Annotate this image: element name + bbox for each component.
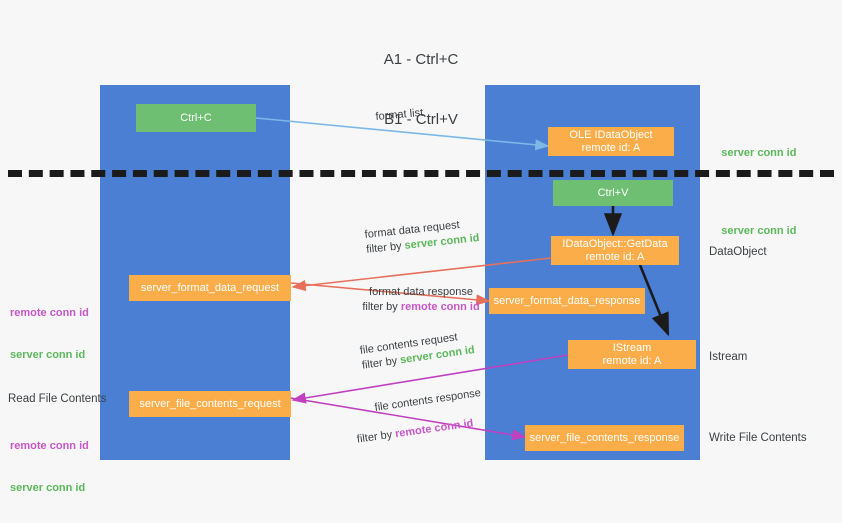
box-idataobject-getdata-line1: IDataObject::GetData [562, 237, 668, 250]
box-server-file-contents-response-label: server_file_contents_response [529, 431, 680, 444]
box-server-file-contents-response[interactable]: server_file_contents_response [525, 425, 684, 451]
left-label-conn-ids-top: remote conn id server conn id [10, 278, 89, 390]
right-label-server-conn-id-top-text: server conn id [721, 147, 797, 159]
box-idataobject-getdata[interactable]: IDataObject::GetData remote id: A [551, 236, 679, 265]
box-ctrl-v-label: Ctrl+V [597, 186, 629, 199]
label-file-contents-response-filter-value: remote conn id [394, 417, 475, 441]
right-label-write-file-contents: Write File Contents [709, 431, 807, 445]
right-label-server-conn-id-mid: server conn id [709, 210, 796, 252]
box-server-file-contents-request-label: server_file_contents_request [139, 397, 281, 410]
box-ole-idataobject-line2: remote id: A [581, 141, 641, 154]
left-label-conn-ids-bottom: remote conn id server conn id [10, 411, 89, 523]
label-format-data-request-filter-prefix: filter by [365, 239, 406, 256]
box-server-format-data-response-label: server_format_data_response [493, 294, 641, 307]
label-file-contents-request-filter-prefix: filter by [361, 354, 402, 372]
right-label-server-conn-id-mid-text: server conn id [721, 225, 797, 237]
phase-divider [8, 170, 834, 177]
diagram-canvas: A1 - Ctrl+C B1 - Ctrl+V A1 remote B1 con… [8, 51, 834, 494]
label-file-contents-response: file contents response filter by remote … [352, 386, 486, 448]
box-ctrl-c[interactable]: Ctrl+C [136, 104, 256, 132]
box-ctrl-c-label: Ctrl+C [180, 111, 212, 124]
box-ole-idataobject[interactable]: OLE IDataObject remote id: A [548, 127, 674, 156]
label-format-list-text: format list [375, 106, 424, 123]
box-server-format-data-request-label: server_format_data_request [140, 281, 280, 294]
box-server-format-data-response[interactable]: server_format_data_response [489, 288, 645, 314]
label-format-data-response-filter: filter by remote conn id [335, 300, 507, 315]
box-ctrl-v[interactable]: Ctrl+V [553, 180, 673, 206]
box-istream-line2: remote id: A [602, 354, 662, 367]
label-format-data-response-filter-value: remote conn id [400, 301, 480, 313]
label-format-data-response: format data response filter by remote co… [335, 285, 507, 315]
left-label-remote-conn-id-1: remote conn id [10, 307, 89, 319]
label-format-data-request: format data request filter by server con… [364, 216, 480, 258]
right-label-istream-text: Istream [709, 351, 748, 363]
box-ole-idataobject-line1: OLE IDataObject [569, 128, 653, 141]
box-server-file-contents-request[interactable]: server_file_contents_request [129, 391, 291, 417]
label-file-contents-response-text: file contents response [373, 387, 482, 414]
right-label-istream: Istream [709, 350, 747, 364]
left-label-read-file-contents-text: Read File Contents [8, 393, 107, 405]
title-line-1: A1 - Ctrl+C [383, 51, 459, 68]
label-file-contents-response-filter-prefix: filter by [356, 428, 396, 446]
left-label-remote-conn-id-2: remote conn id [10, 440, 89, 452]
box-istream[interactable]: IStream remote id: A [568, 340, 696, 369]
right-label-write-file-contents-text: Write File Contents [709, 432, 807, 444]
right-label-dataobject: DataObject [709, 245, 767, 259]
right-label-server-conn-id-top: server conn id [709, 132, 796, 174]
label-file-contents-request: file contents request filter by server c… [359, 328, 476, 374]
label-file-contents-response-filter: filter by remote conn id [356, 415, 486, 448]
box-server-format-data-request[interactable]: server_format_data_request [129, 275, 291, 301]
label-format-data-response-text: format data response [369, 286, 473, 298]
right-label-dataobject-text: DataObject [709, 246, 767, 258]
box-istream-line1: IStream [612, 341, 652, 354]
left-label-server-conn-id-2: server conn id [10, 482, 86, 494]
box-idataobject-getdata-line2: remote id: A [585, 250, 645, 263]
label-format-data-response-filter-prefix: filter by [362, 301, 401, 313]
left-label-read-file-contents: Read File Contents [8, 392, 106, 406]
left-label-server-conn-id-1: server conn id [10, 349, 86, 361]
